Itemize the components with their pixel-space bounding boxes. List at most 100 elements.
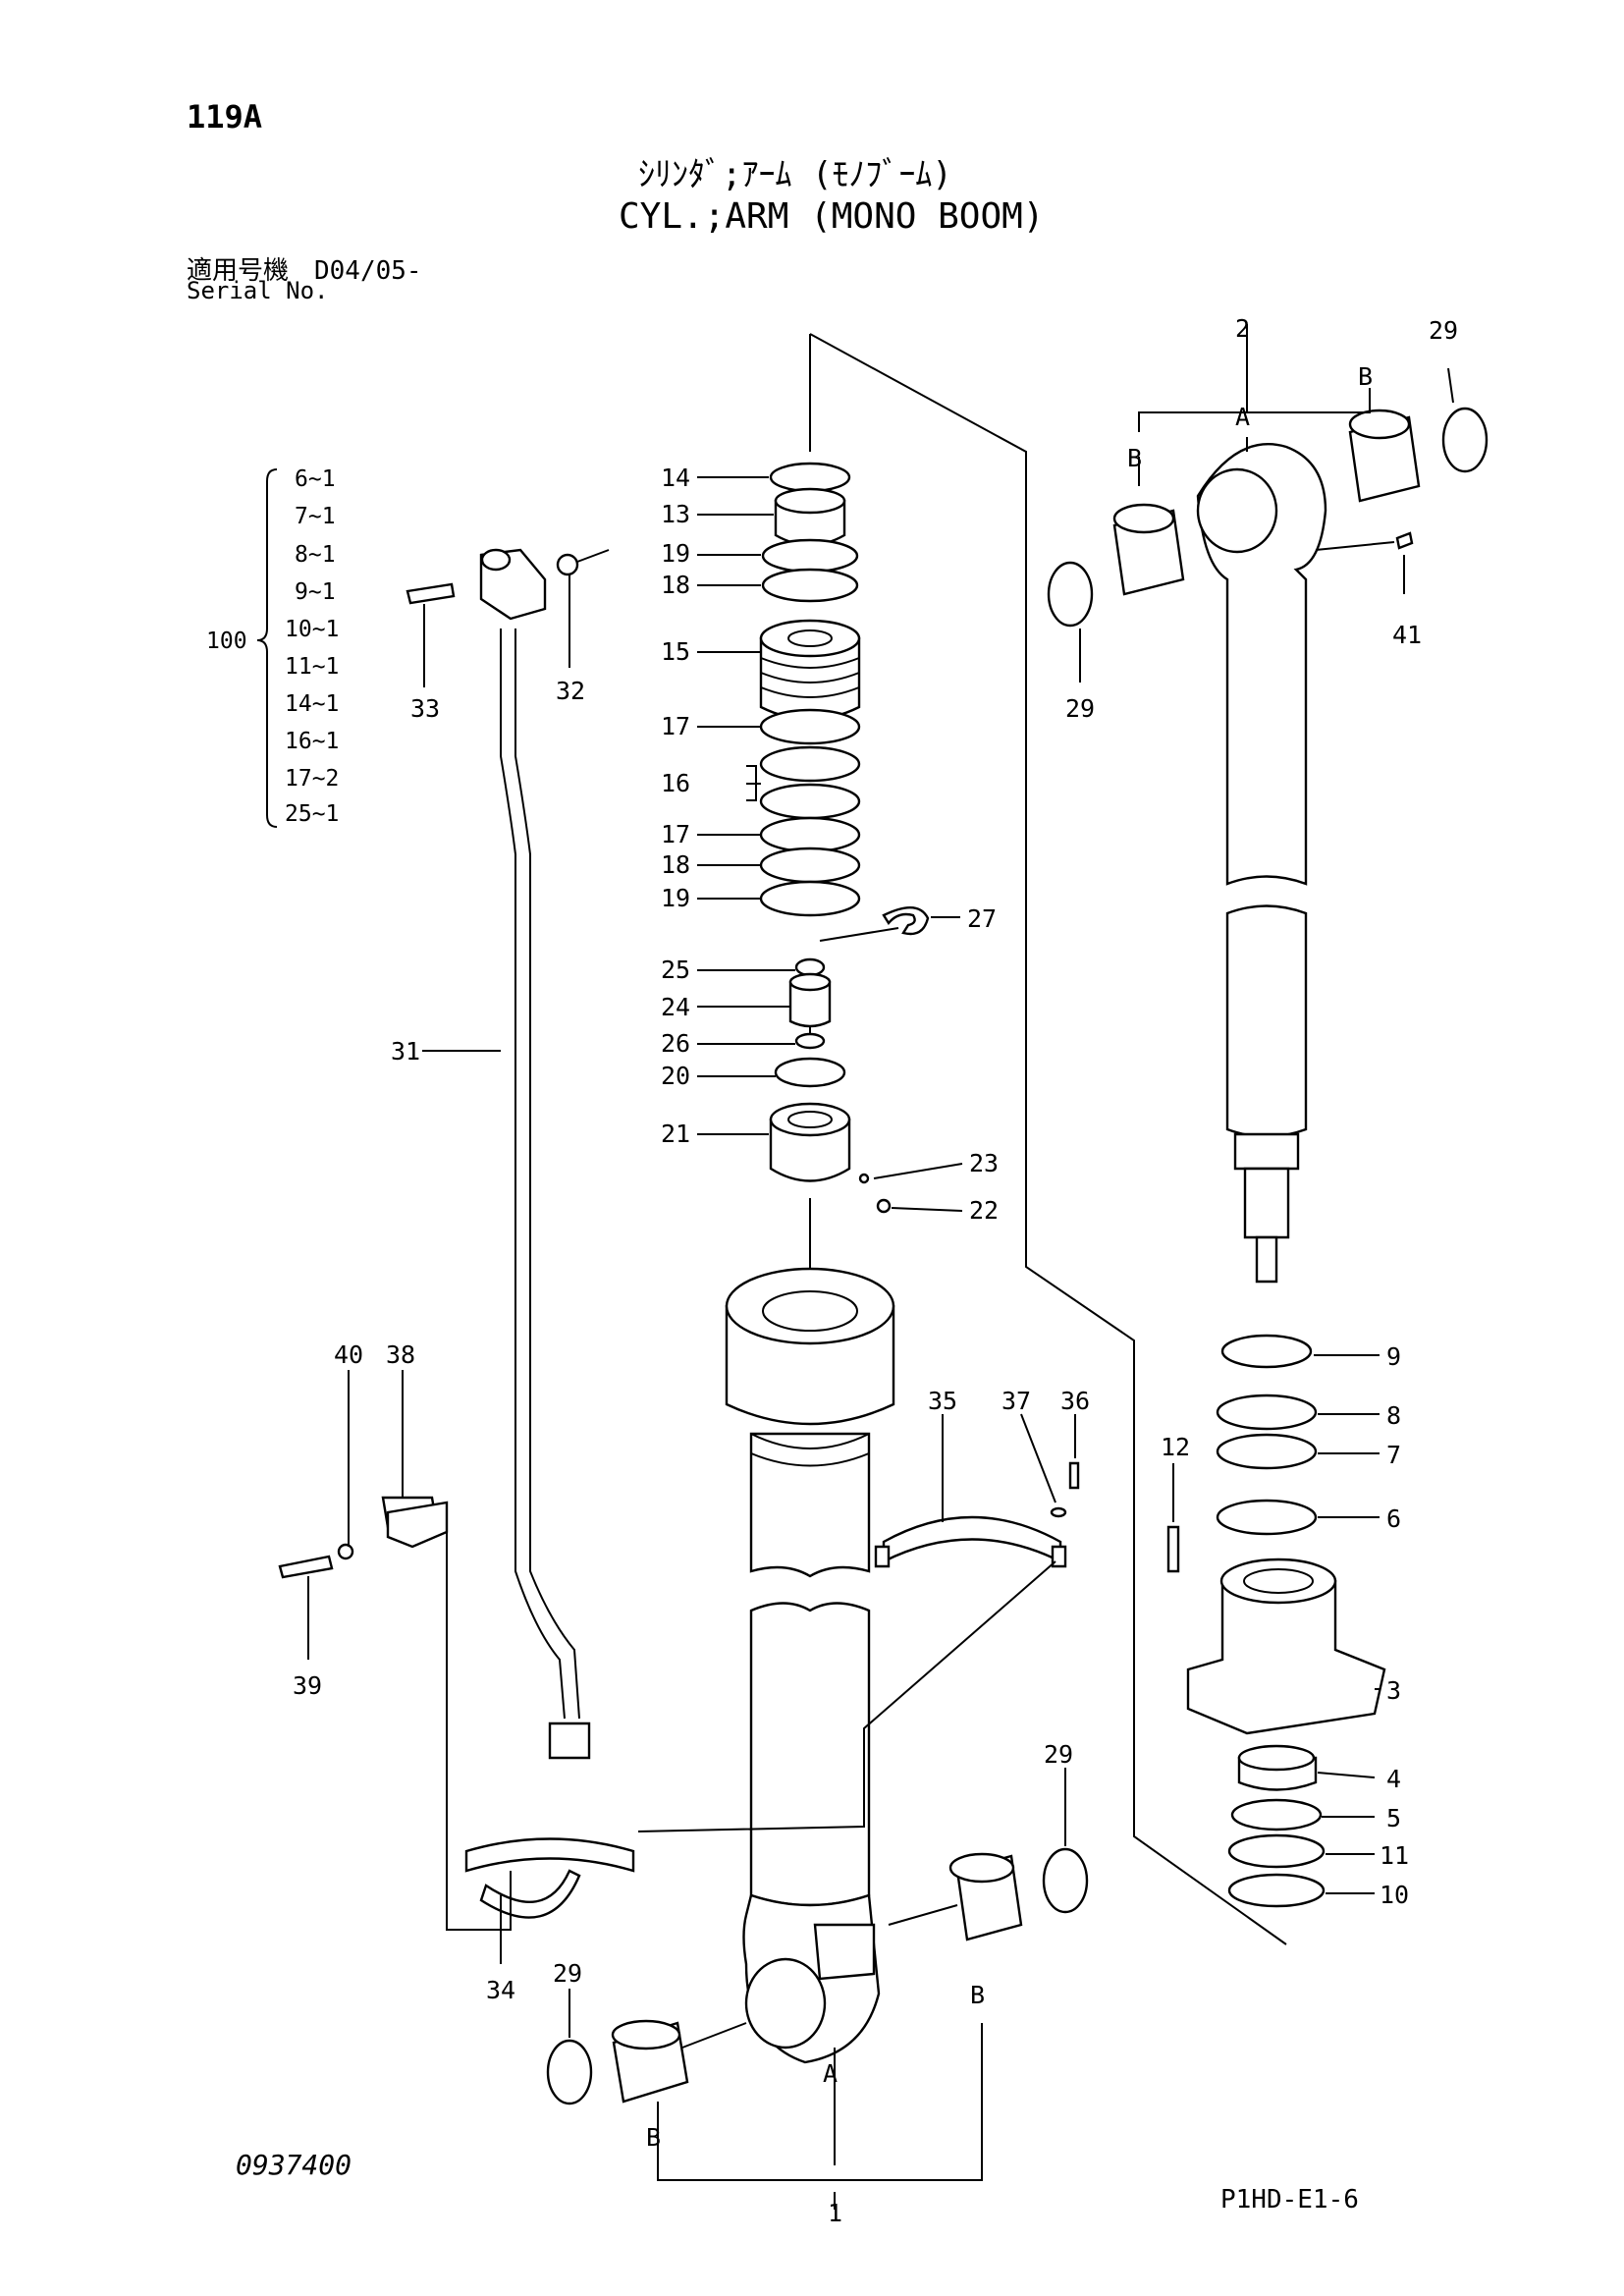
kit-item: 8~1 — [295, 542, 336, 568]
part-10-ring — [1227, 1873, 1326, 1908]
callout-20: 20 — [661, 1062, 690, 1090]
document-code: 0937400 — [236, 2149, 352, 2181]
part-20-ring — [774, 1057, 846, 1088]
callout-5: 5 — [1386, 1804, 1401, 1832]
marker-b: B — [1127, 444, 1142, 472]
callout-16: 16 — [661, 769, 690, 797]
callout-25: 25 — [661, 956, 690, 984]
callout-32: 32 — [556, 677, 585, 705]
callout-29: 29 — [553, 1959, 582, 1988]
part-33-bolt — [406, 582, 456, 605]
callout-labels: 14 13 19 18 15 17 16 17 18 19 27 25 24 2… — [293, 314, 1458, 2227]
callout-31: 31 — [391, 1037, 420, 1066]
part-31-pipe — [500, 629, 580, 1720]
part-40-washer — [337, 1543, 354, 1560]
part-29-ring — [1441, 407, 1489, 473]
callout-40: 40 — [334, 1340, 363, 1369]
title-japanese: ｼﾘﾝﾀﾞ;ｱｰﾑ (ﾓﾉﾌﾞｰﾑ) — [638, 155, 952, 194]
serial-label-english: Serial No. — [187, 277, 329, 304]
kit-item: 14~1 — [285, 691, 339, 717]
callout-36: 36 — [1060, 1387, 1090, 1415]
callout-6: 6 — [1386, 1504, 1401, 1533]
callout-29: 29 — [1065, 694, 1095, 723]
part-32-oring — [556, 553, 579, 576]
kit-brace — [256, 468, 278, 828]
callout-33: 33 — [410, 694, 440, 723]
part-18-ring — [759, 847, 861, 884]
marker-b: B — [1358, 362, 1373, 391]
callout-19: 19 — [661, 884, 690, 912]
marker-b: B — [970, 1981, 985, 2009]
callout-35: 35 — [928, 1387, 957, 1415]
piston-parts — [759, 462, 930, 1214]
callout-1: 1 — [828, 2199, 842, 2227]
part-5-ring — [1230, 1798, 1323, 1831]
part-21-nut — [769, 1118, 851, 1182]
part-16-ring — [759, 745, 861, 783]
marker-b: B — [646, 2123, 661, 2152]
callout-3: 3 — [1386, 1676, 1401, 1705]
callout-14: 14 — [661, 464, 690, 492]
part-39-bolt — [278, 1555, 334, 1579]
callout-27: 27 — [967, 904, 997, 933]
kit-item: 16~1 — [285, 729, 339, 754]
kit-item: 25~1 — [285, 801, 339, 827]
callout-24: 24 — [661, 993, 690, 1021]
callout-leaders — [307, 324, 1454, 2038]
figure-code: P1HD-E1-6 — [1220, 2185, 1359, 2214]
callout-12: 12 — [1161, 1433, 1190, 1461]
callout-9: 9 — [1386, 1342, 1401, 1371]
callout-26: 26 — [661, 1029, 690, 1058]
part-23-ball — [858, 1173, 870, 1184]
callout-2: 2 — [1235, 314, 1250, 343]
part-19-ring — [761, 538, 859, 574]
callout-21: 21 — [661, 1120, 690, 1148]
part-29-ring — [1042, 1847, 1089, 1914]
part-17-ring — [759, 816, 861, 853]
callout-41: 41 — [1392, 621, 1422, 649]
callout-4: 4 — [1386, 1765, 1401, 1793]
part-19-ring — [759, 880, 861, 917]
callout-34: 34 — [486, 1976, 515, 2004]
part-16-ring — [759, 783, 861, 820]
part-41-grease-fitting — [1395, 531, 1414, 550]
part-25-ring — [794, 957, 826, 977]
part-26-ring — [794, 1032, 826, 1050]
callout-39: 39 — [293, 1671, 322, 1700]
part-37-washer — [1050, 1506, 1067, 1518]
part-9-seal — [1220, 1334, 1313, 1369]
part-12-bolt — [1166, 1525, 1180, 1573]
part-36-bolt — [1068, 1461, 1080, 1490]
part-29-ring — [546, 2039, 593, 2105]
title-english: CYL.;ARM (MONO BOOM) — [619, 196, 1045, 237]
callout-13: 13 — [661, 500, 690, 528]
kit-label: 100 — [206, 629, 247, 654]
callout-17: 17 — [661, 820, 690, 848]
callout-29: 29 — [1044, 1740, 1073, 1769]
kit-item: 7~1 — [295, 504, 336, 529]
ab-bracket-top — [1138, 393, 1371, 432]
part-17-ring — [759, 708, 861, 745]
callout-7: 7 — [1386, 1441, 1401, 1469]
part-3-cylinder-head — [1186, 1558, 1386, 1735]
callout-11: 11 — [1380, 1841, 1409, 1870]
callout-37: 37 — [1001, 1387, 1031, 1415]
marker-a: A — [823, 2059, 838, 2088]
callout-22: 22 — [969, 1196, 999, 1225]
callout-23: 23 — [969, 1149, 999, 1177]
kit-item: 10~1 — [285, 617, 339, 642]
callout-17: 17 — [661, 712, 690, 740]
callout-15: 15 — [661, 637, 690, 666]
kit-100-group: 100 6~1 7~1 8~1 9~1 10~1 11~1 14~1 16~1 … — [206, 466, 339, 828]
part-18-ring — [761, 568, 859, 603]
part-29-ring — [1047, 561, 1094, 628]
part-27-clip — [882, 906, 930, 936]
callout-18: 18 — [661, 571, 690, 599]
assembly-path-line — [809, 333, 1287, 1945]
kit-item: 9~1 — [295, 579, 336, 605]
part-1-cylinder-tube — [725, 1267, 895, 2064]
callout-18: 18 — [661, 850, 690, 879]
part-24-nut — [788, 980, 832, 1028]
callout-19: 19 — [661, 539, 690, 568]
